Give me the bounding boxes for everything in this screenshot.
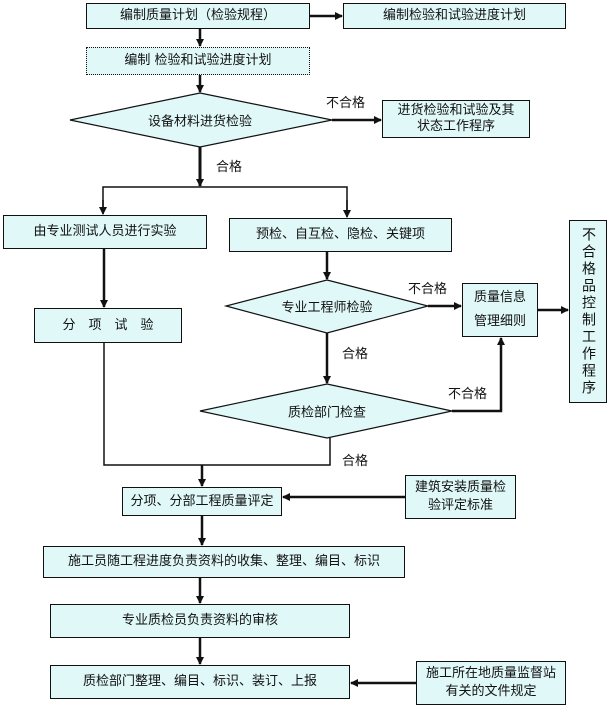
edge-qc-fail <box>452 337 505 413</box>
node-review-docs: 专业质检员负责资料的审核 <box>50 604 350 638</box>
node-specialist-test: 由专业测试人员进行实验 <box>3 215 207 249</box>
node-standard-label: 建筑安装质量检 验评定标准 <box>414 480 506 513</box>
node-quality-info: 质量信息 管理细则 <box>462 283 538 337</box>
label-engineer-fail: 不合格 <box>408 282 448 297</box>
label-engineer-pass: 合格 <box>342 347 369 362</box>
decision-incoming-inspection <box>69 92 333 148</box>
node-pre-inspection-label: 预检、自互检、隐检、关键项 <box>255 227 425 242</box>
node-local-rules: 施工所在地质量监督站 有关的文件规定 <box>416 661 566 705</box>
node-plan: 编制质量计划（检验规程） <box>86 3 310 29</box>
label-qc-fail: 不合格 <box>448 387 488 402</box>
node-plan-side-label: 编制检验和试验进度计划 <box>382 8 526 23</box>
node-archive-docs: 质检部门整理、编目、标识、装订、上报 <box>50 665 350 699</box>
decision-engineer-check-label: 专业工程师检验 <box>281 300 373 316</box>
label-qc-pass: 合格 <box>342 454 369 469</box>
decision-engineer-check <box>223 279 431 334</box>
node-local-rules-label: 施工所在地质量监督站 有关的文件规定 <box>425 666 556 699</box>
label-incoming-pass: 合格 <box>216 160 243 175</box>
node-item-test: 分 项 试 验 <box>34 308 182 343</box>
decision-qc-dept-check <box>199 383 453 439</box>
node-nonconforming-proc: 不合格品控制工作程序 <box>569 220 607 403</box>
node-evaluation-label: 分项、分部工程质量评定 <box>130 493 274 509</box>
node-quality-info-label: 质量信息 管理细则 <box>473 290 526 329</box>
decision-incoming-inspection-label: 设备材料进货检验 <box>147 114 253 130</box>
node-item-test-label: 分 项 试 验 <box>62 317 154 333</box>
node-collect-docs-label: 施工员随工程进度负责资料的收集、整理、编目、标识 <box>67 554 380 569</box>
node-archive-docs-label: 质检部门整理、编目、标识、装订、上报 <box>82 674 317 689</box>
node-nonconforming-proc-label: 不合格品控制工作程序 <box>580 226 596 397</box>
node-standard: 建筑安装质量检 验评定标准 <box>405 475 516 519</box>
node-evaluation: 分项、分部工程质量评定 <box>122 487 282 516</box>
node-collect-docs: 施工员随工程进度负责资料的收集、整理、编目、标识 <box>43 546 405 578</box>
node-incoming-fail-proc: 进货检验和试验及其 状态工作程序 <box>382 100 530 138</box>
node-plan-side: 编制检验和试验进度计划 <box>343 3 566 29</box>
node-specialist-test-label: 由专业测试人员进行实验 <box>33 224 177 239</box>
node-schedule-label: 编制 检验和试验进度计划 <box>124 53 272 68</box>
edge-merge <box>103 343 331 466</box>
node-incoming-fail-proc-label: 进货检验和试验及其 状态工作程序 <box>397 103 515 134</box>
node-pre-inspection: 预检、自互检、隐检、关键项 <box>229 218 452 252</box>
label-incoming-fail: 不合格 <box>326 96 366 111</box>
edge-split <box>102 186 348 217</box>
decision-qc-dept-check-label: 质检部门检查 <box>287 405 367 421</box>
node-review-docs-label: 专业质检员负责资料的审核 <box>121 613 278 628</box>
node-schedule: 编制 检验和试验进度计划 <box>86 47 310 75</box>
node-plan-label: 编制质量计划（检验规程） <box>119 8 276 23</box>
